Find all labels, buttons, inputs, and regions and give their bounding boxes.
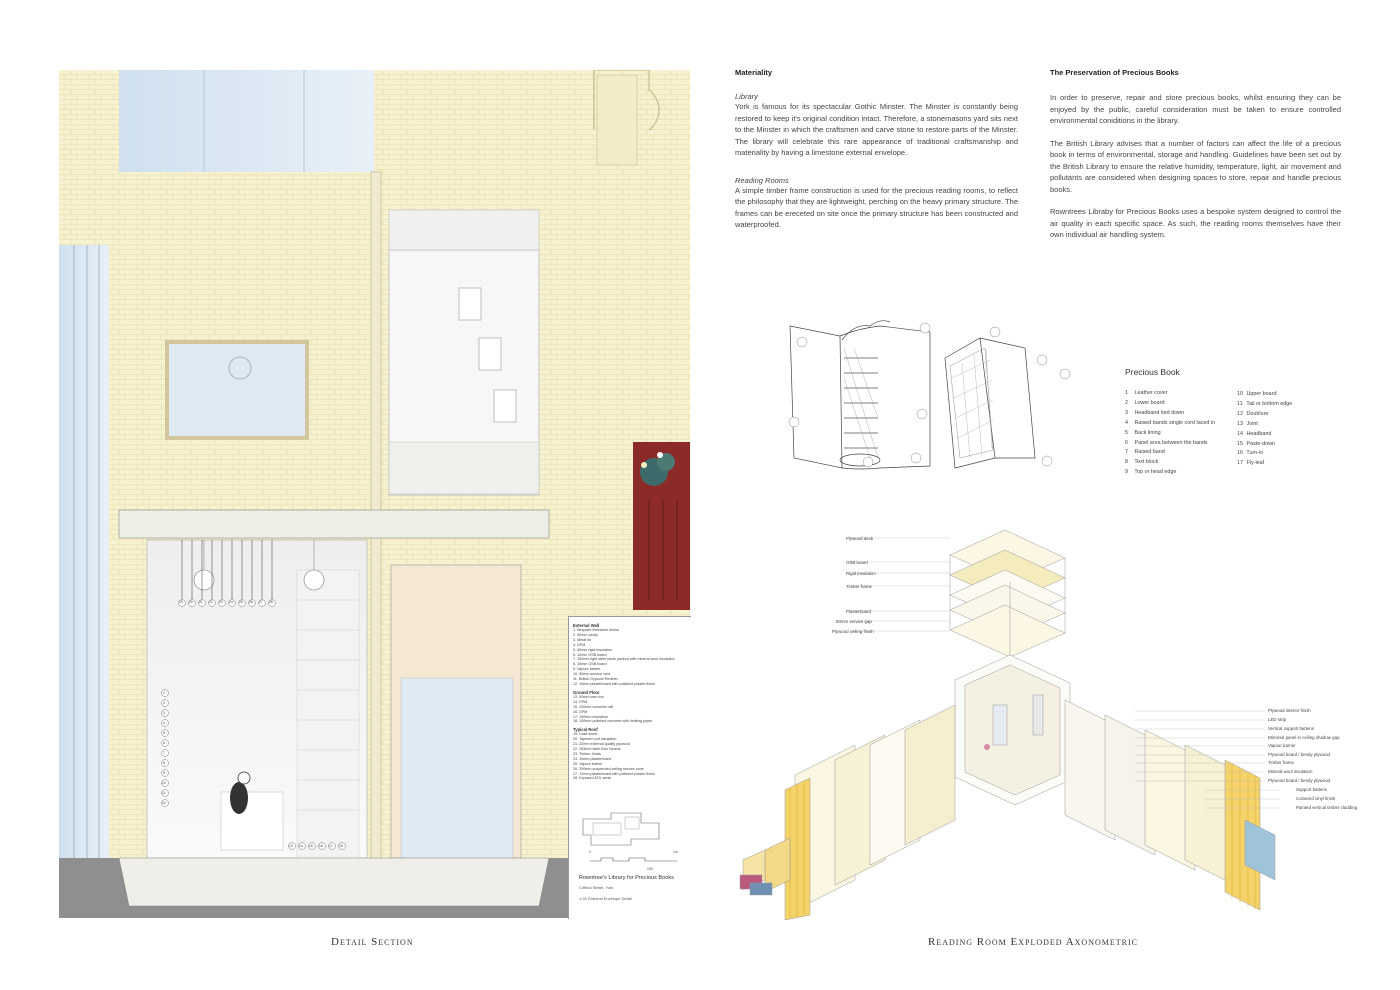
label-service-gap: 50mm service gap bbox=[836, 619, 872, 624]
typical-roof-title: Typical Roof bbox=[573, 727, 598, 733]
label-plasterboard: Plasterboard bbox=[846, 609, 871, 614]
scale-max: 100 bbox=[647, 867, 653, 871]
tag-19: 19 bbox=[179, 600, 183, 604]
project-title: Rowntree's Library for Precious Books bbox=[579, 875, 674, 881]
library-paragraph: York is famous for its spectacular Gothi… bbox=[735, 102, 1018, 157]
label-mineral-wool: Mineral wool insulation bbox=[1268, 769, 1313, 774]
tag-22: 22 bbox=[209, 600, 213, 604]
roof-tag-labels: 19 20 21 22 23 24 25 26 27 28 bbox=[179, 600, 279, 606]
label-plywood-interior-finish: Plywood interior finish bbox=[1268, 708, 1311, 713]
library-subheading: Library bbox=[735, 92, 758, 101]
label-painted-cladding: Painted vertical timber cladding bbox=[1296, 805, 1358, 810]
tag-3: 3 bbox=[163, 711, 165, 715]
tag-16: 16 bbox=[319, 844, 323, 848]
label-rigid-insulation: Rigid insulation bbox=[846, 571, 876, 576]
label-timber-frame: Timber frame bbox=[846, 584, 872, 589]
tag-2: 2 bbox=[163, 701, 165, 705]
external-wall-list: 1. Bespoke limestone bricks 2. 50mm cavi… bbox=[573, 628, 675, 686]
tag-24: 24 bbox=[229, 600, 233, 604]
side-glazing bbox=[59, 245, 109, 918]
typical-roof-list: 19. Lead sheet 20. Tapered roof insulati… bbox=[573, 732, 655, 781]
tag-26: 26 bbox=[249, 600, 253, 604]
label-vapour-barrier: Vapour barrier bbox=[1268, 743, 1296, 748]
label-timber-frame-right: Timber frame bbox=[1268, 760, 1294, 765]
label-vertical-support-battens: Vertical support battens bbox=[1268, 726, 1314, 731]
tag-14: 14 bbox=[299, 844, 303, 848]
tag-13: 13 bbox=[289, 844, 293, 848]
scale-mid: 1m bbox=[673, 850, 678, 854]
roof-glazing bbox=[119, 70, 374, 172]
roof-slab bbox=[118, 509, 550, 539]
tag-15: 15 bbox=[309, 844, 313, 848]
preservation-heading: The Preservation of Precious Books bbox=[1050, 68, 1179, 77]
tag-1: 1 bbox=[163, 691, 165, 695]
detail-section-svg bbox=[59, 70, 690, 918]
tag-12: 12 bbox=[162, 801, 166, 805]
reader-figure bbox=[230, 782, 248, 814]
wall-tag-labels: 1 2 3 4 5 6 7 8 9 10 11 12 bbox=[162, 691, 169, 816]
tag-8: 8 bbox=[163, 761, 165, 765]
caption-detail-section: Detail Section bbox=[331, 936, 414, 948]
tag-5: 5 bbox=[163, 731, 165, 735]
tag-4: 4 bbox=[163, 721, 165, 725]
label-plywood-ceiling-finish: Plywood ceiling finish bbox=[832, 629, 874, 634]
caption-axonometric: Reading Room Exploded Axonometric bbox=[928, 936, 1138, 948]
tag-21: 21 bbox=[199, 600, 203, 604]
tag-6: 6 bbox=[163, 741, 165, 745]
label-bendy-plywood-1: Plywood board / bendy plywood bbox=[1268, 752, 1330, 757]
tag-9: 9 bbox=[163, 771, 165, 775]
precious-book-legend-col1: 1 Leather cover 2 Lower board 3 Headband… bbox=[1125, 390, 1216, 476]
tag-23: 23 bbox=[219, 600, 223, 604]
tag-7: 7 bbox=[163, 751, 165, 755]
key-plan bbox=[582, 812, 660, 846]
scale-note: 1:20 External Envelope Detail bbox=[579, 896, 632, 901]
tag-10: 10 bbox=[162, 781, 166, 785]
materiality-block: Materiality Library York is famous for i… bbox=[735, 68, 1018, 231]
materiality-heading: Materiality bbox=[735, 68, 773, 77]
scale-zero: 0 bbox=[589, 850, 591, 854]
preservation-paragraph-3: Rowntrees Libraby for Precious Books use… bbox=[1050, 207, 1341, 239]
ground-floor-title: Ground Floor bbox=[573, 689, 600, 695]
tag-27: 27 bbox=[259, 600, 263, 604]
label-support-battens: Support battens bbox=[1296, 787, 1328, 792]
external-wall-title: External Wall bbox=[573, 623, 600, 628]
detail-section-drawing bbox=[59, 70, 690, 918]
precious-book-sketch bbox=[788, 320, 1071, 470]
tag-28: 28 bbox=[269, 600, 273, 604]
specification-box: External Wall 1. Bespoke limestone brick… bbox=[568, 616, 691, 919]
preservation-paragraph-1: In order to preserve, repair and store p… bbox=[1050, 93, 1341, 125]
tag-11: 11 bbox=[162, 791, 166, 795]
exploded-axonometric bbox=[739, 529, 1280, 920]
preservation-block: The Preservation of Precious Books In or… bbox=[1050, 68, 1341, 241]
precious-book-title: Precious Book bbox=[1125, 367, 1180, 377]
tag-18: 18 bbox=[339, 844, 343, 848]
label-coloured-vinyl: Coloured vinyl finish bbox=[1296, 796, 1336, 801]
reading-rooms-paragraph: A simple timber frame construction is us… bbox=[735, 185, 1018, 230]
label-osb-board: OSB board bbox=[846, 560, 868, 565]
label-led-strip: LED strip bbox=[1268, 717, 1287, 722]
reading-rooms-subheading: Reading Rooms bbox=[735, 175, 789, 185]
tag-25: 25 bbox=[239, 600, 243, 604]
precious-book-legend-col2: 10 Upper board 11 Tail or bottom edge 12… bbox=[1237, 391, 1293, 467]
label-plywood-deck: Plywood deck bbox=[846, 536, 874, 541]
project-location: Clifford Street, York bbox=[579, 885, 614, 890]
tag-20: 20 bbox=[189, 600, 193, 604]
floor-tag-labels: 13 14 15 16 17 18 bbox=[289, 844, 349, 850]
tag-17: 17 bbox=[329, 844, 333, 848]
scale-bar bbox=[590, 857, 677, 862]
label-mirrored-panel: Mirrored panel in ceiling shadow gap bbox=[1268, 735, 1340, 740]
ground-floor-list: 13. 50mm lean mix 14. DPM 15. 200mm conc… bbox=[573, 694, 652, 724]
label-bendy-plywood-2: Plywood board / bendy plywood bbox=[1268, 778, 1330, 783]
preservation-paragraph-2: The British Library advises that a numbe… bbox=[1050, 138, 1341, 194]
